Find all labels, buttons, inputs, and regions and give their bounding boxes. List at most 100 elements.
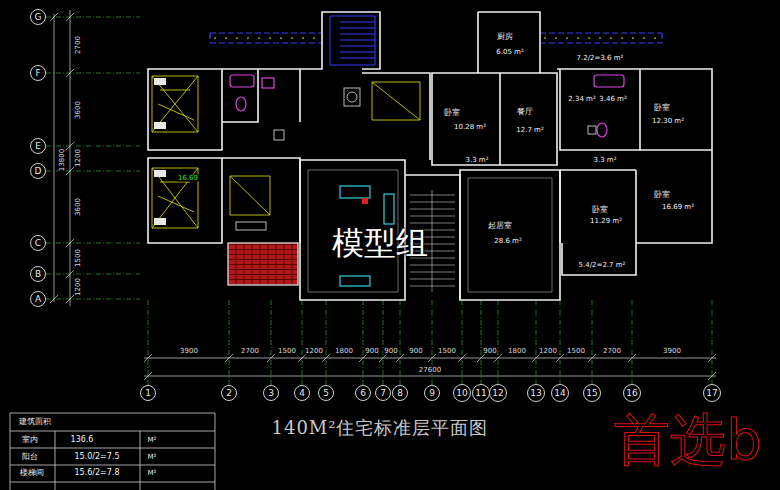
- dimension: 3600: [75, 197, 82, 217]
- pillow: [154, 78, 166, 85]
- axis-bubble: C: [30, 235, 46, 251]
- room-area: 16.69 m²: [661, 204, 695, 211]
- axis-label: 17: [706, 389, 717, 398]
- room-area: 11.29 m²: [589, 218, 623, 225]
- room-area: 3.3 m²: [465, 157, 490, 164]
- room-name: 起居室: [487, 222, 513, 230]
- dimension-line: [50, 13, 74, 303]
- axis-bubble: E: [30, 138, 46, 154]
- room-area: 16.69: [177, 175, 199, 182]
- axis-label: 16: [626, 389, 637, 398]
- bed: [230, 176, 270, 215]
- room-name: 卧室: [443, 109, 461, 117]
- sanitary-fixture: [594, 75, 624, 87]
- room-name: 卧室: [591, 206, 609, 214]
- axis-label: 5: [323, 389, 329, 398]
- dimension-total: 13800: [59, 148, 66, 172]
- axis-bubble: 13: [527, 384, 545, 402]
- room-area: 3.3 m²: [593, 157, 618, 164]
- room-area: 12.7 m²: [515, 127, 544, 134]
- sanitary-fixture: [262, 78, 274, 88]
- room-area: 5.4/2=2.7 m²: [578, 262, 627, 269]
- dimension-line: [54, 10, 70, 306]
- axis-label: 12: [492, 389, 503, 398]
- furniture: [274, 130, 284, 140]
- room-area: 7.2/2=3.6 m²: [576, 55, 625, 62]
- sofa: [384, 194, 394, 224]
- furniture: [347, 92, 357, 102]
- drawing-title: 140M²住宅标准层平面图: [269, 419, 490, 437]
- dimension: 1200: [75, 277, 82, 297]
- watermark: 模型组: [331, 227, 429, 259]
- dimension: 2700: [602, 348, 622, 355]
- dimension: 1800: [334, 348, 354, 355]
- axis-label: 10: [456, 389, 467, 398]
- bed: [372, 82, 420, 120]
- furniture: [236, 222, 266, 230]
- table-cell: M²: [147, 470, 158, 477]
- axis-bubble: 14: [551, 384, 569, 402]
- sanitary-fixture: [597, 123, 607, 137]
- stair: [330, 16, 375, 65]
- pillow: [154, 78, 166, 225]
- wall: [148, 69, 222, 150]
- room-area: 6.05 m²: [495, 49, 524, 56]
- dimension: 2700: [240, 348, 260, 355]
- axis-label: 9: [429, 389, 435, 398]
- room-name: 卧室: [653, 104, 671, 112]
- axis-label: G: [35, 13, 42, 22]
- room-name: 厨房: [496, 33, 514, 41]
- axis-bubble: 4: [294, 385, 310, 401]
- room-area: 28.6 m²: [493, 238, 522, 245]
- dimension: 3900: [179, 348, 199, 355]
- bed: [152, 76, 420, 228]
- sanitary-fixture: [236, 97, 246, 111]
- table-cell: 136.6: [70, 436, 95, 444]
- balcony-railing: [210, 33, 662, 43]
- furniture: [236, 88, 596, 230]
- wall: [557, 69, 712, 243]
- axis-bubble: 2: [221, 385, 237, 401]
- wall: [148, 12, 712, 300]
- table-line: [10, 413, 215, 490]
- dimension-line: [50, 10, 716, 380]
- dimension: 1200: [75, 148, 82, 168]
- table-cell: M²: [147, 437, 158, 444]
- room-area: 3.46 m²: [598, 96, 627, 103]
- dimension: 1200: [538, 348, 558, 355]
- room-name: 餐厅: [516, 108, 534, 116]
- axis-label: 1: [145, 389, 151, 398]
- dimension: 900: [364, 348, 379, 355]
- axis-bubble: 10: [453, 384, 471, 402]
- dimension-line: [144, 358, 716, 376]
- axis-label: 15: [586, 389, 597, 398]
- dimension: 1500: [437, 348, 457, 355]
- axis-bubble: 15: [583, 384, 601, 402]
- balcony-railing: [214, 37, 658, 38]
- axis-label: F: [35, 69, 40, 78]
- dimension: 3900: [662, 348, 682, 355]
- axis-label: B: [35, 270, 41, 279]
- pillow: [154, 122, 166, 129]
- pillow: [154, 170, 166, 177]
- axis-bubble: 11: [472, 384, 490, 402]
- axis-label: E: [35, 142, 41, 151]
- table-cell: 15.0/2=7.5: [73, 453, 120, 461]
- wall: [432, 73, 557, 165]
- axis-bubble: 9: [424, 385, 440, 401]
- wall: [222, 69, 300, 243]
- wall: [460, 170, 560, 300]
- room-area: 10.28 m²: [453, 124, 487, 131]
- watermark: 首选b: [613, 412, 763, 468]
- axis-bubble: 12: [489, 384, 507, 402]
- axis-label: 6: [360, 389, 366, 398]
- axis-label: 14: [554, 389, 565, 398]
- axis-bubble: 16: [623, 384, 641, 402]
- bed: [152, 76, 198, 132]
- table-cell: 阳台: [21, 453, 39, 461]
- furniture: [344, 88, 360, 106]
- axis-bubble: 5: [318, 385, 334, 401]
- sofa: [340, 186, 370, 198]
- axis-label: 4: [299, 389, 305, 398]
- sanitary-fixture: [230, 75, 254, 87]
